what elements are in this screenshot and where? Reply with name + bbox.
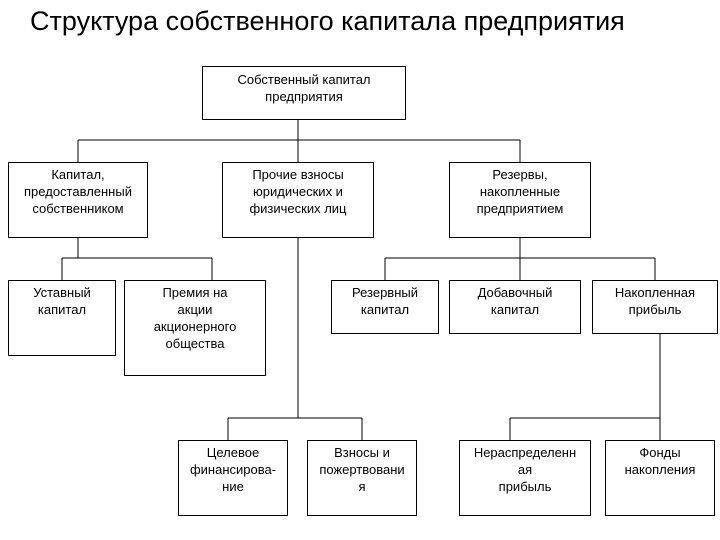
node-donations: Взносы и пожертвовани я	[307, 440, 417, 516]
node-authorized-capital: Уставный капитал	[8, 280, 116, 356]
node-capital-owner: Капитал, предоставленный собственником	[8, 162, 148, 238]
node-reserves-accumulated: Резервы, накопленные предприятием	[449, 162, 591, 238]
node-additional-capital: Добавочный капитал	[449, 280, 581, 334]
node-reserve-capital: Резервный капитал	[331, 280, 439, 334]
node-accumulated-profit: Накопленная прибыль	[592, 280, 718, 334]
node-targeted-financing: Целевое финансирова- ние	[178, 440, 288, 516]
node-share-premium: Премия на акции акционерного общества	[124, 280, 266, 376]
node-other-contributions: Прочие взносы юридических и физических л…	[222, 162, 374, 238]
diagram-title: Структура собственного капитала предприя…	[30, 6, 625, 36]
node-retained-earnings: Нераспределенн ая прибыль	[459, 440, 591, 516]
node-savings-funds: Фонды накопления	[605, 440, 715, 516]
node-root: Собственный капитал предприятия	[202, 66, 406, 120]
